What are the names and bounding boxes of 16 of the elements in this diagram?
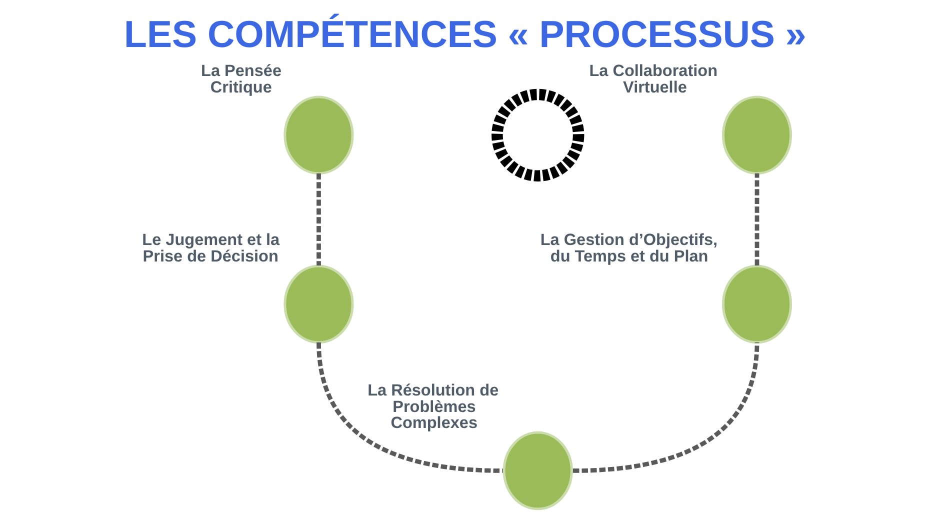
node-circle [284,264,354,344]
node-circle [502,431,573,510]
node-circle [722,264,792,344]
node-label: Le Jugement et la Prise de Décision [142,231,280,266]
diagram-title: LES COMPÉTENCES « PROCESSUS » [124,12,806,55]
node-circle [284,96,354,175]
connector [572,342,760,473]
node-circle [492,88,584,182]
connector [754,173,760,266]
connector [316,342,503,473]
connector [316,173,321,266]
node-label: La Gestion d’Objectifs, du Temps et du Plan [540,231,718,266]
node-circle [722,96,792,175]
node-label: La Pensée Critique [201,62,282,96]
node-label: La Résolution de Problèmes Complexes [368,381,499,432]
node-label: La Collaboration Virtuelle [589,62,718,96]
